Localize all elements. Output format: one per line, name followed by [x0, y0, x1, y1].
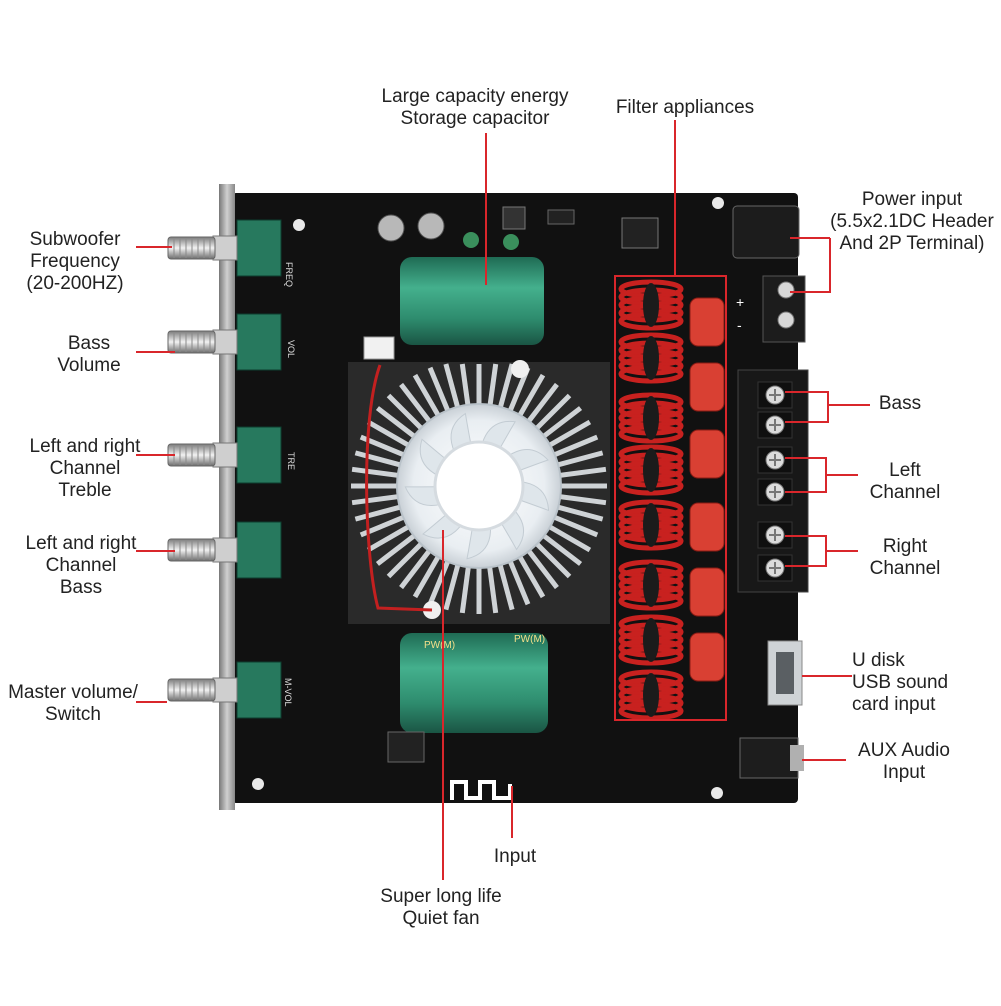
tre-mark: TRE — [286, 452, 296, 470]
callout-filter-box — [614, 275, 727, 721]
filter-inductor — [618, 499, 684, 551]
aux-jack-body — [790, 745, 804, 771]
electrolytic-capacitor — [377, 214, 405, 242]
film-capacitor — [689, 362, 725, 412]
label-udisk: U disk USB sound card input — [852, 650, 949, 715]
label-right-channel: Right Channel — [869, 536, 941, 579]
fan-wire — [365, 364, 433, 612]
potentiometer — [236, 661, 282, 719]
filter-inductor — [618, 444, 684, 496]
label-bass-volume: Bass Volume — [57, 333, 121, 376]
potentiometer-group — [167, 219, 282, 719]
inductor-core — [643, 673, 659, 717]
output-screws — [757, 381, 793, 582]
screw-terminal-icon — [777, 281, 795, 299]
inductor-core — [643, 336, 659, 380]
inductor-core — [643, 283, 659, 327]
inductor-core — [643, 396, 659, 440]
aux-jack — [739, 737, 799, 779]
front-panel — [219, 184, 235, 810]
freq-mark: FREQ — [284, 262, 294, 287]
knob-collar — [212, 677, 238, 703]
minus-mark: - — [737, 317, 742, 333]
filter-inductor — [618, 392, 684, 444]
potentiometer — [236, 521, 282, 579]
dc-jack — [732, 205, 800, 259]
mounting-hole — [293, 219, 305, 231]
knob-collar — [212, 329, 238, 355]
potentiometer — [236, 313, 282, 371]
pwm-mark: PW(M) — [424, 640, 455, 651]
label-master: Master volume/ Switch — [8, 682, 138, 725]
fan-hub — [433, 440, 525, 532]
small-capacitor — [463, 232, 479, 248]
label-power: Power input (5.5x2.1DC Header And 2P Ter… — [830, 189, 994, 254]
label-bass-out: Bass — [878, 393, 922, 414]
connector — [363, 336, 395, 360]
electrolytic-capacitor — [417, 212, 445, 240]
filter-inductor — [618, 669, 684, 721]
label-filter: Filter appliances — [615, 97, 755, 118]
screw-terminal-icon — [777, 311, 795, 329]
label-treble: Left and right Channel Treble — [29, 436, 141, 501]
callout-power-terminal — [790, 238, 831, 293]
potentiometer — [236, 219, 282, 277]
mounting-hole — [252, 778, 264, 790]
inductor-small — [502, 206, 526, 230]
inductor-core — [643, 503, 659, 547]
film-capacitor — [689, 297, 725, 347]
mounting-hole — [712, 197, 724, 209]
storage-capacitor-bottom — [400, 633, 548, 733]
label-fan: Super long life Quiet fan — [380, 886, 502, 929]
filter-inductor — [618, 614, 684, 666]
filter-components — [618, 279, 725, 721]
film-capacitor — [689, 502, 725, 552]
filter-inductor — [618, 559, 684, 611]
label-subwoofer: Subwoofer Frequency (20-200HZ) — [26, 229, 124, 294]
diode — [621, 217, 659, 249]
knob-collar — [212, 442, 238, 468]
bluetooth-antenna-icon — [450, 780, 512, 800]
small-capacitor — [503, 234, 519, 250]
callout-lines — [136, 120, 870, 880]
chip — [547, 209, 575, 225]
plus-mark: + — [736, 294, 744, 310]
film-capacitor — [689, 429, 725, 479]
inductor-core — [643, 618, 659, 662]
filter-inductor — [618, 279, 684, 331]
fan-screw — [511, 360, 529, 378]
usb-port-inner — [776, 652, 794, 694]
bluetooth-module — [387, 731, 425, 763]
inductor-core — [643, 563, 659, 607]
storage-capacitor-top — [400, 257, 544, 345]
vol-mark: VOL — [286, 340, 296, 358]
mounting-hole — [711, 787, 723, 799]
label-aux: AUX Audio Input — [858, 740, 950, 783]
inductor-core — [643, 448, 659, 492]
knob-collar — [212, 235, 238, 261]
film-capacitor — [689, 632, 725, 682]
potentiometer — [236, 426, 282, 484]
label-left-channel: Left Channel — [869, 460, 941, 503]
callout-bass-out — [785, 391, 829, 423]
film-capacitor — [689, 567, 725, 617]
label-input: Input — [493, 846, 537, 867]
label-lr-bass: Left and right Channel Bass — [25, 533, 137, 598]
label-capacitor: Large capacity energy Storage capacitor — [381, 86, 569, 129]
mvol-mark: M-VOL — [283, 678, 293, 707]
knob-collar — [212, 537, 238, 563]
pwm-mark: PW(M) — [514, 634, 545, 645]
filter-inductor — [618, 332, 684, 384]
